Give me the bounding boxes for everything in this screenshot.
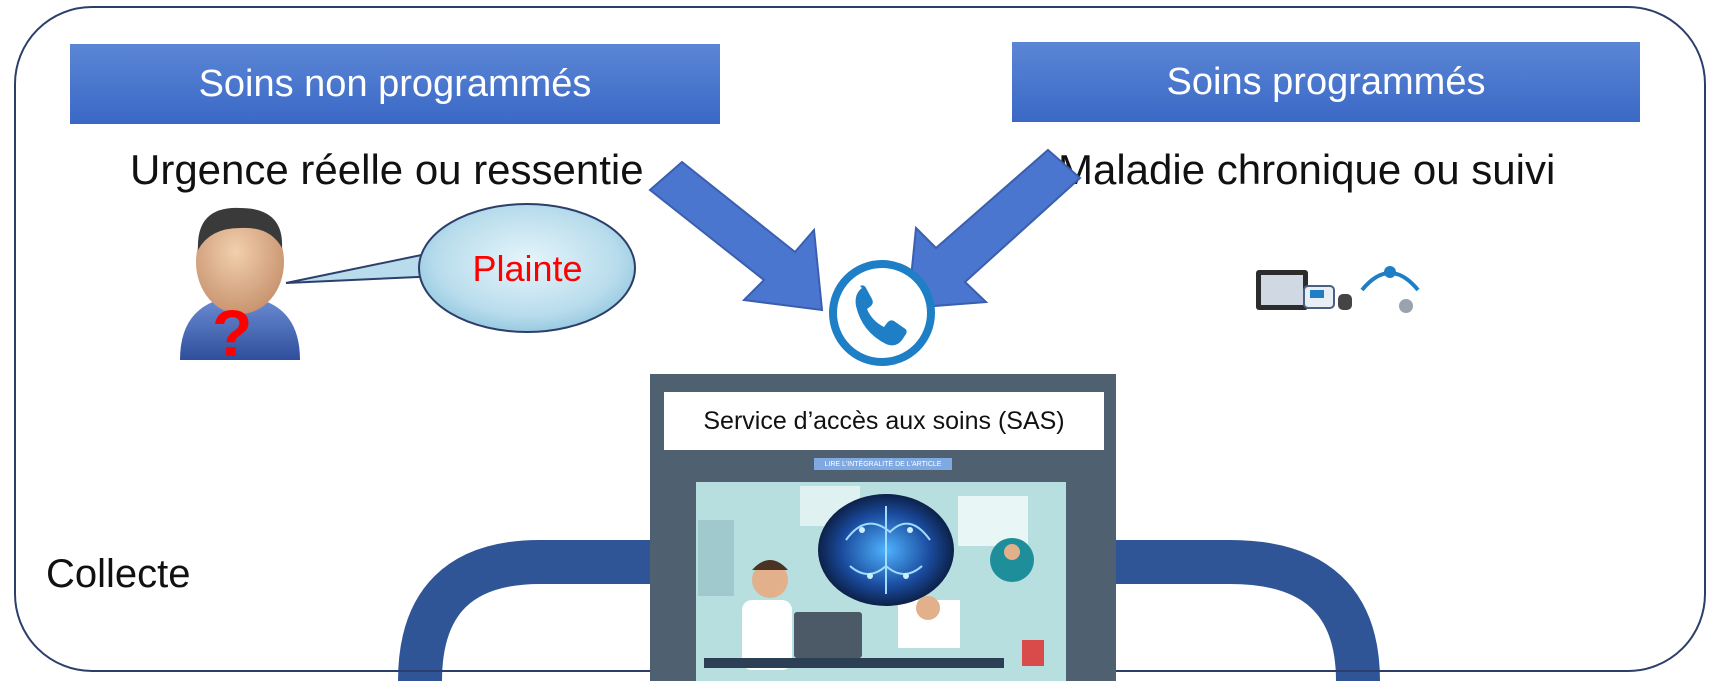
read-article-link[interactable]: LIRE L'INTÉGRALITÉ DE L'ARTICLE: [814, 458, 952, 470]
banner-scheduled-care-label: Soins programmés: [1166, 60, 1486, 103]
user-question-icon: ?: [180, 207, 300, 370]
banner-unscheduled-care-label: Soins non programmés: [198, 62, 592, 105]
banner-scheduled-care: Soins programmés: [1012, 42, 1640, 122]
sas-title-box: Service d’accès aux soins (SAS): [664, 392, 1104, 450]
phone-icon: [829, 260, 935, 366]
medical-devices-icon: [1256, 266, 1420, 313]
brain-circuit-icon: [818, 494, 954, 606]
complaint-text: Plainte: [472, 248, 583, 289]
question-mark: ?: [212, 296, 252, 370]
banner-unscheduled-care: Soins non programmés: [70, 44, 720, 124]
subtitle-emergency: Urgence réelle ou ressentie: [130, 146, 644, 193]
sas-title: Service d’accès aux soins (SAS): [703, 406, 1065, 435]
arrow-left-icon: [648, 160, 824, 312]
collect-label: Collecte: [46, 552, 191, 596]
speech-bubble-icon: [285, 203, 636, 333]
arrow-right-icon: [906, 148, 1082, 310]
subtitle-chronic: Maladie chronique ou suivi: [1058, 146, 1556, 193]
